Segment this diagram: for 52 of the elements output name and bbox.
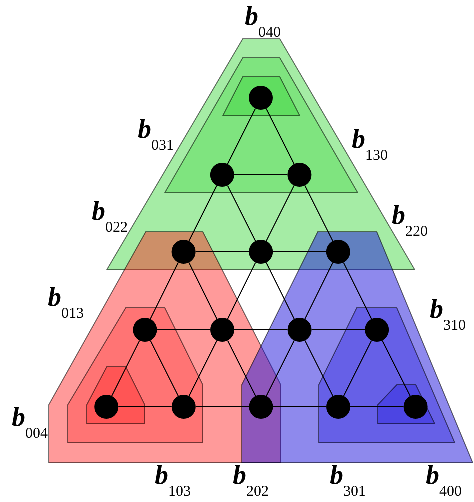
grid-line	[266, 185, 295, 242]
grid-line	[150, 340, 179, 397]
point-label: b$_{202}$	[233, 462, 269, 500]
grid-line	[188, 340, 218, 397]
point-label: b$_{004}$	[12, 404, 48, 442]
control-point	[210, 318, 234, 342]
control-point	[94, 395, 119, 419]
grid-line	[111, 340, 140, 397]
grid-line	[272, 406, 327, 408]
grid-line	[343, 262, 372, 320]
grid-line	[234, 174, 288, 176]
point-label: b$_{220}$	[392, 202, 428, 240]
point-label: b$_{301}$	[330, 462, 366, 500]
control-point	[133, 318, 158, 342]
grid-line	[118, 406, 172, 408]
control-point	[249, 395, 274, 419]
grid-line	[150, 262, 179, 320]
point-label: b$_{013}$	[48, 284, 84, 322]
point-label: b$_{310}$	[430, 296, 466, 334]
control-point	[365, 318, 390, 342]
control-point	[288, 318, 312, 342]
grid-line	[343, 340, 372, 397]
grid-line	[350, 406, 404, 408]
control-point	[249, 240, 274, 264]
point-label: b$_{022}$	[92, 198, 128, 236]
control-point	[210, 163, 234, 187]
control-point	[326, 395, 350, 419]
grid-line	[188, 185, 218, 242]
grid-line	[266, 108, 295, 165]
grid-line	[195, 406, 250, 408]
grid-line	[227, 262, 256, 320]
point-label: b$_{040}$	[245, 3, 281, 41]
grid-line	[304, 185, 334, 242]
grid-line	[227, 108, 256, 165]
grid-line	[304, 340, 334, 397]
control-point	[404, 395, 428, 419]
control-point	[249, 86, 273, 110]
grid-line	[227, 185, 256, 242]
grid-line	[266, 340, 295, 397]
point-label: b$_{103}$	[155, 462, 191, 500]
point-label: b$_{031}$	[138, 116, 174, 154]
grid-line	[227, 340, 256, 397]
control-point	[326, 240, 350, 264]
point-label: b$_{130}$	[352, 126, 388, 164]
point-label: b$_{400}$	[426, 462, 462, 500]
control-point	[172, 240, 196, 264]
grid-line	[304, 262, 334, 320]
grid-line	[266, 262, 295, 320]
control-point	[288, 163, 312, 187]
grid-line	[188, 262, 218, 320]
grid-line	[382, 340, 411, 397]
control-point	[172, 395, 196, 419]
